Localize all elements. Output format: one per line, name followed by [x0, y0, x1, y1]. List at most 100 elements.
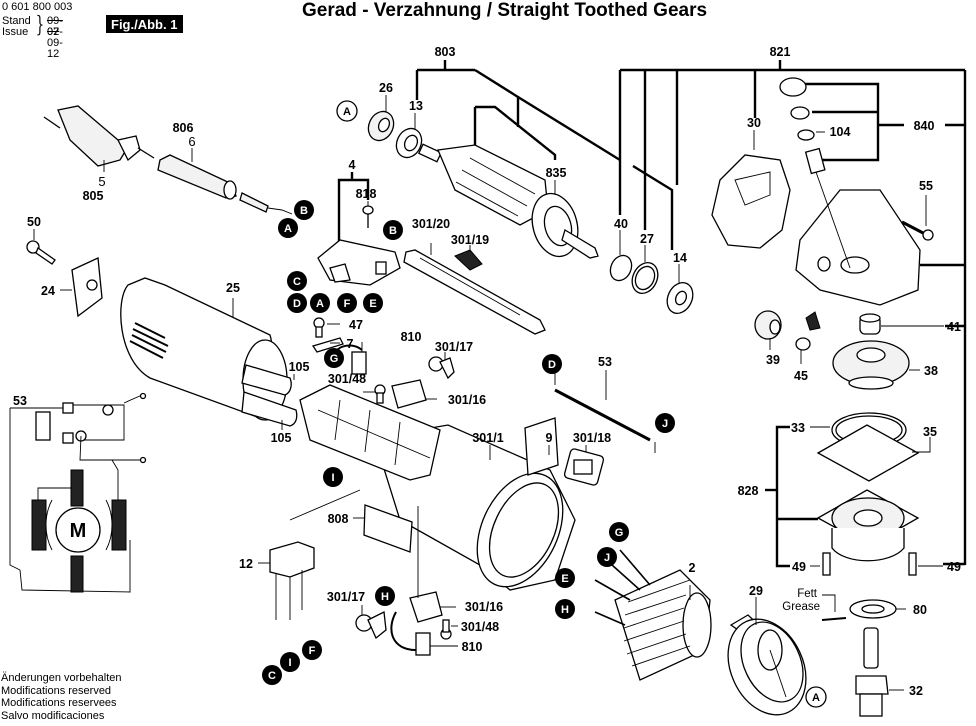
label-301-18: 301/18: [573, 431, 611, 445]
part-labels: 803 821 26 13 806 6 5 805 835 30 104 840…: [13, 45, 961, 698]
connector-E-coil: E: [555, 568, 575, 588]
label-105-lower: 105: [271, 431, 292, 445]
power-plug: [43, 105, 155, 167]
vent-slots: [129, 322, 169, 359]
bearing-13: [395, 127, 423, 159]
svg-text:A: A: [284, 223, 292, 235]
connector-A-bearing: A: [336, 100, 358, 122]
brush-holder-4: [317, 205, 401, 286]
svg-text:H: H: [381, 591, 389, 603]
cord-sleeve: [157, 154, 293, 215]
bracket-828: [765, 425, 818, 568]
connector-C: C: [287, 271, 307, 291]
coil-windings: [623, 579, 691, 667]
label-2: 2: [689, 561, 696, 575]
svg-text:G: G: [330, 353, 339, 365]
footer-line-en: Modifications reserved: [1, 684, 112, 697]
label-301-17-upper: 301/17: [435, 340, 473, 354]
button-parts-840: [779, 77, 826, 175]
washer-80: [849, 599, 897, 619]
label-808: 808: [328, 512, 349, 526]
svg-text:C: C: [293, 276, 301, 288]
label-33: 33: [791, 421, 805, 435]
cover-30: [711, 154, 791, 249]
label-35: 35: [923, 425, 937, 439]
old-date: 09-02: [47, 15, 63, 38]
armature-835: [417, 143, 599, 259]
connector-G-coil: G: [609, 522, 629, 542]
spring-301-19: [454, 249, 483, 271]
label-40: 40: [614, 217, 628, 231]
label-810-upper: 810: [401, 330, 422, 344]
label-301-16-lower: 301/16: [465, 600, 503, 614]
grease-indicator: [821, 594, 847, 621]
svg-text:B: B: [389, 225, 397, 237]
connector-D-cable: D: [542, 354, 562, 374]
label-4: 4: [349, 158, 356, 172]
label-30: 30: [747, 116, 761, 130]
bearing-41: [859, 313, 881, 335]
motor-symbol: M: [70, 520, 87, 542]
svg-text:I: I: [288, 657, 291, 669]
footer-line-de: Änderungen vorbehalten: [1, 672, 122, 684]
circlip-40: [609, 254, 633, 282]
bearing-14: [666, 281, 694, 315]
holder-301-17-lower: [355, 611, 387, 640]
label-9: 9: [546, 431, 553, 445]
pinion-39: [754, 310, 782, 340]
connector-J-coil: J: [597, 547, 617, 567]
label-835: 835: [546, 166, 567, 180]
label-821: 821: [770, 45, 791, 59]
label-828: 828: [738, 484, 759, 498]
connector-A-brush: A: [310, 293, 330, 313]
label-26: 26: [379, 81, 393, 95]
label-12: 12: [239, 557, 253, 571]
connector-B-cord: B: [294, 200, 314, 220]
cord-clamp-24: [71, 257, 103, 318]
guard-29: [727, 614, 807, 716]
svg-text:B: B: [300, 205, 308, 217]
connector-J-cable: J: [655, 413, 675, 433]
connector-A-guard: A: [805, 686, 827, 708]
screw-47: [313, 317, 325, 338]
bracket-840: [805, 82, 904, 162]
label-80: 80: [913, 603, 927, 617]
connector-B-brush: B: [383, 220, 403, 240]
suppressor-12: [269, 489, 361, 620]
label-818: 818: [356, 187, 377, 201]
svg-text:I: I: [331, 472, 334, 484]
screw-301-48-lower: [440, 619, 452, 640]
brush-holder-301-16-upper: [391, 379, 427, 409]
svg-text:J: J: [604, 552, 610, 564]
svg-text:A: A: [343, 106, 351, 118]
label-55: 55: [919, 179, 933, 193]
brush-holder-301-16-lower: [409, 591, 443, 623]
slider-301-18: [563, 448, 605, 486]
connector-F-lower: F: [302, 640, 322, 660]
label-53-schematic: 53: [13, 394, 27, 408]
issue-date: 07-09-12: [47, 26, 63, 60]
label-27: 27: [640, 232, 654, 246]
connector-H-lower: H: [375, 586, 395, 606]
label-45: 45: [794, 369, 808, 383]
label-6: 6: [188, 134, 195, 149]
screws-49: [822, 552, 917, 576]
label-301-19: 301/19: [451, 233, 489, 247]
bevel-gear-38: [832, 340, 910, 390]
modification-notice: Änderungen vorbehalten Modifications res…: [1, 672, 121, 722]
bearing-26: [367, 110, 395, 142]
label-38: 38: [924, 364, 938, 378]
svg-text:A: A: [316, 298, 324, 310]
label-24: 24: [41, 284, 55, 298]
svg-text:E: E: [561, 573, 568, 585]
gasket-35: [816, 424, 920, 482]
label-50: 50: [27, 215, 41, 229]
svg-text:F: F: [309, 645, 316, 657]
grease-label-en: Grease: [782, 601, 820, 613]
field-coil-2: [594, 549, 712, 681]
svg-text:F: F: [344, 298, 351, 310]
bracket-4: [337, 172, 370, 245]
ring-27: [631, 261, 659, 295]
svg-text:E: E: [369, 298, 376, 310]
connector-I-upper: I: [323, 467, 343, 487]
